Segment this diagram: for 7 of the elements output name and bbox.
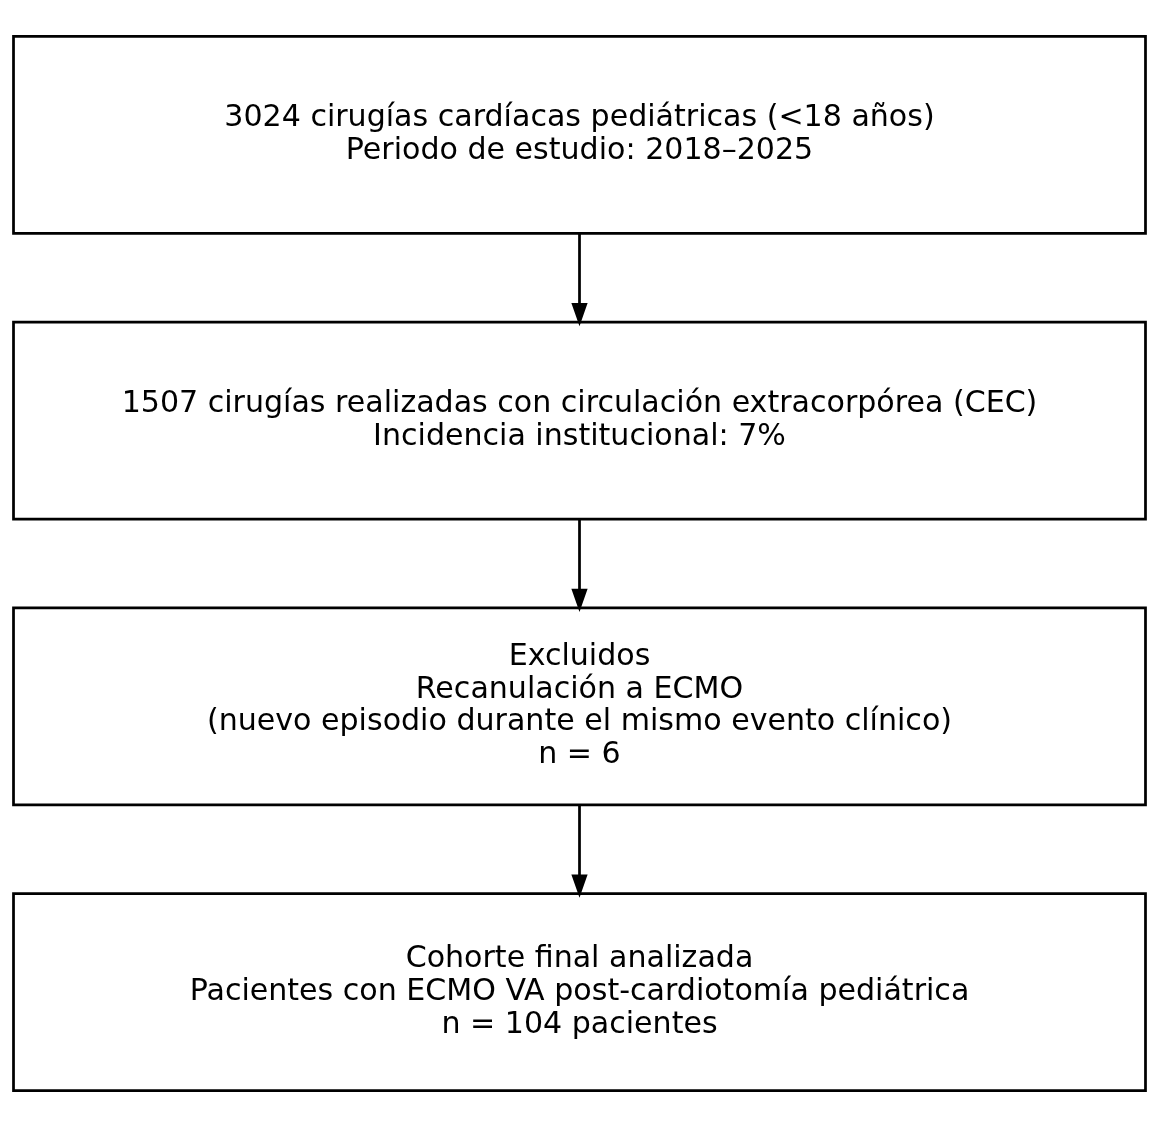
- arrow: [571, 518, 588, 612]
- arrow: [571, 233, 588, 326]
- node-box: Excluidos Recanulación a ECMO (nuevo episodio durante el mismo evento clínico) n = 6: [12, 606, 1147, 806]
- arrow: [571, 804, 588, 898]
- node-box: 1507 cirugías realizadas con circulación extracorpórea (CEC) Incidencia institucional: 7%: [12, 320, 1147, 520]
- node-box: 3024 cirugías cardíacas pediátricas (<18 años) Periodo de estudio: 2018–2025: [12, 34, 1147, 235]
- node-box: Cohorte final analizada Pacientes con ECMO VA post-cardiotomía pediátrica n = 104 pacientes: [12, 891, 1147, 1092]
